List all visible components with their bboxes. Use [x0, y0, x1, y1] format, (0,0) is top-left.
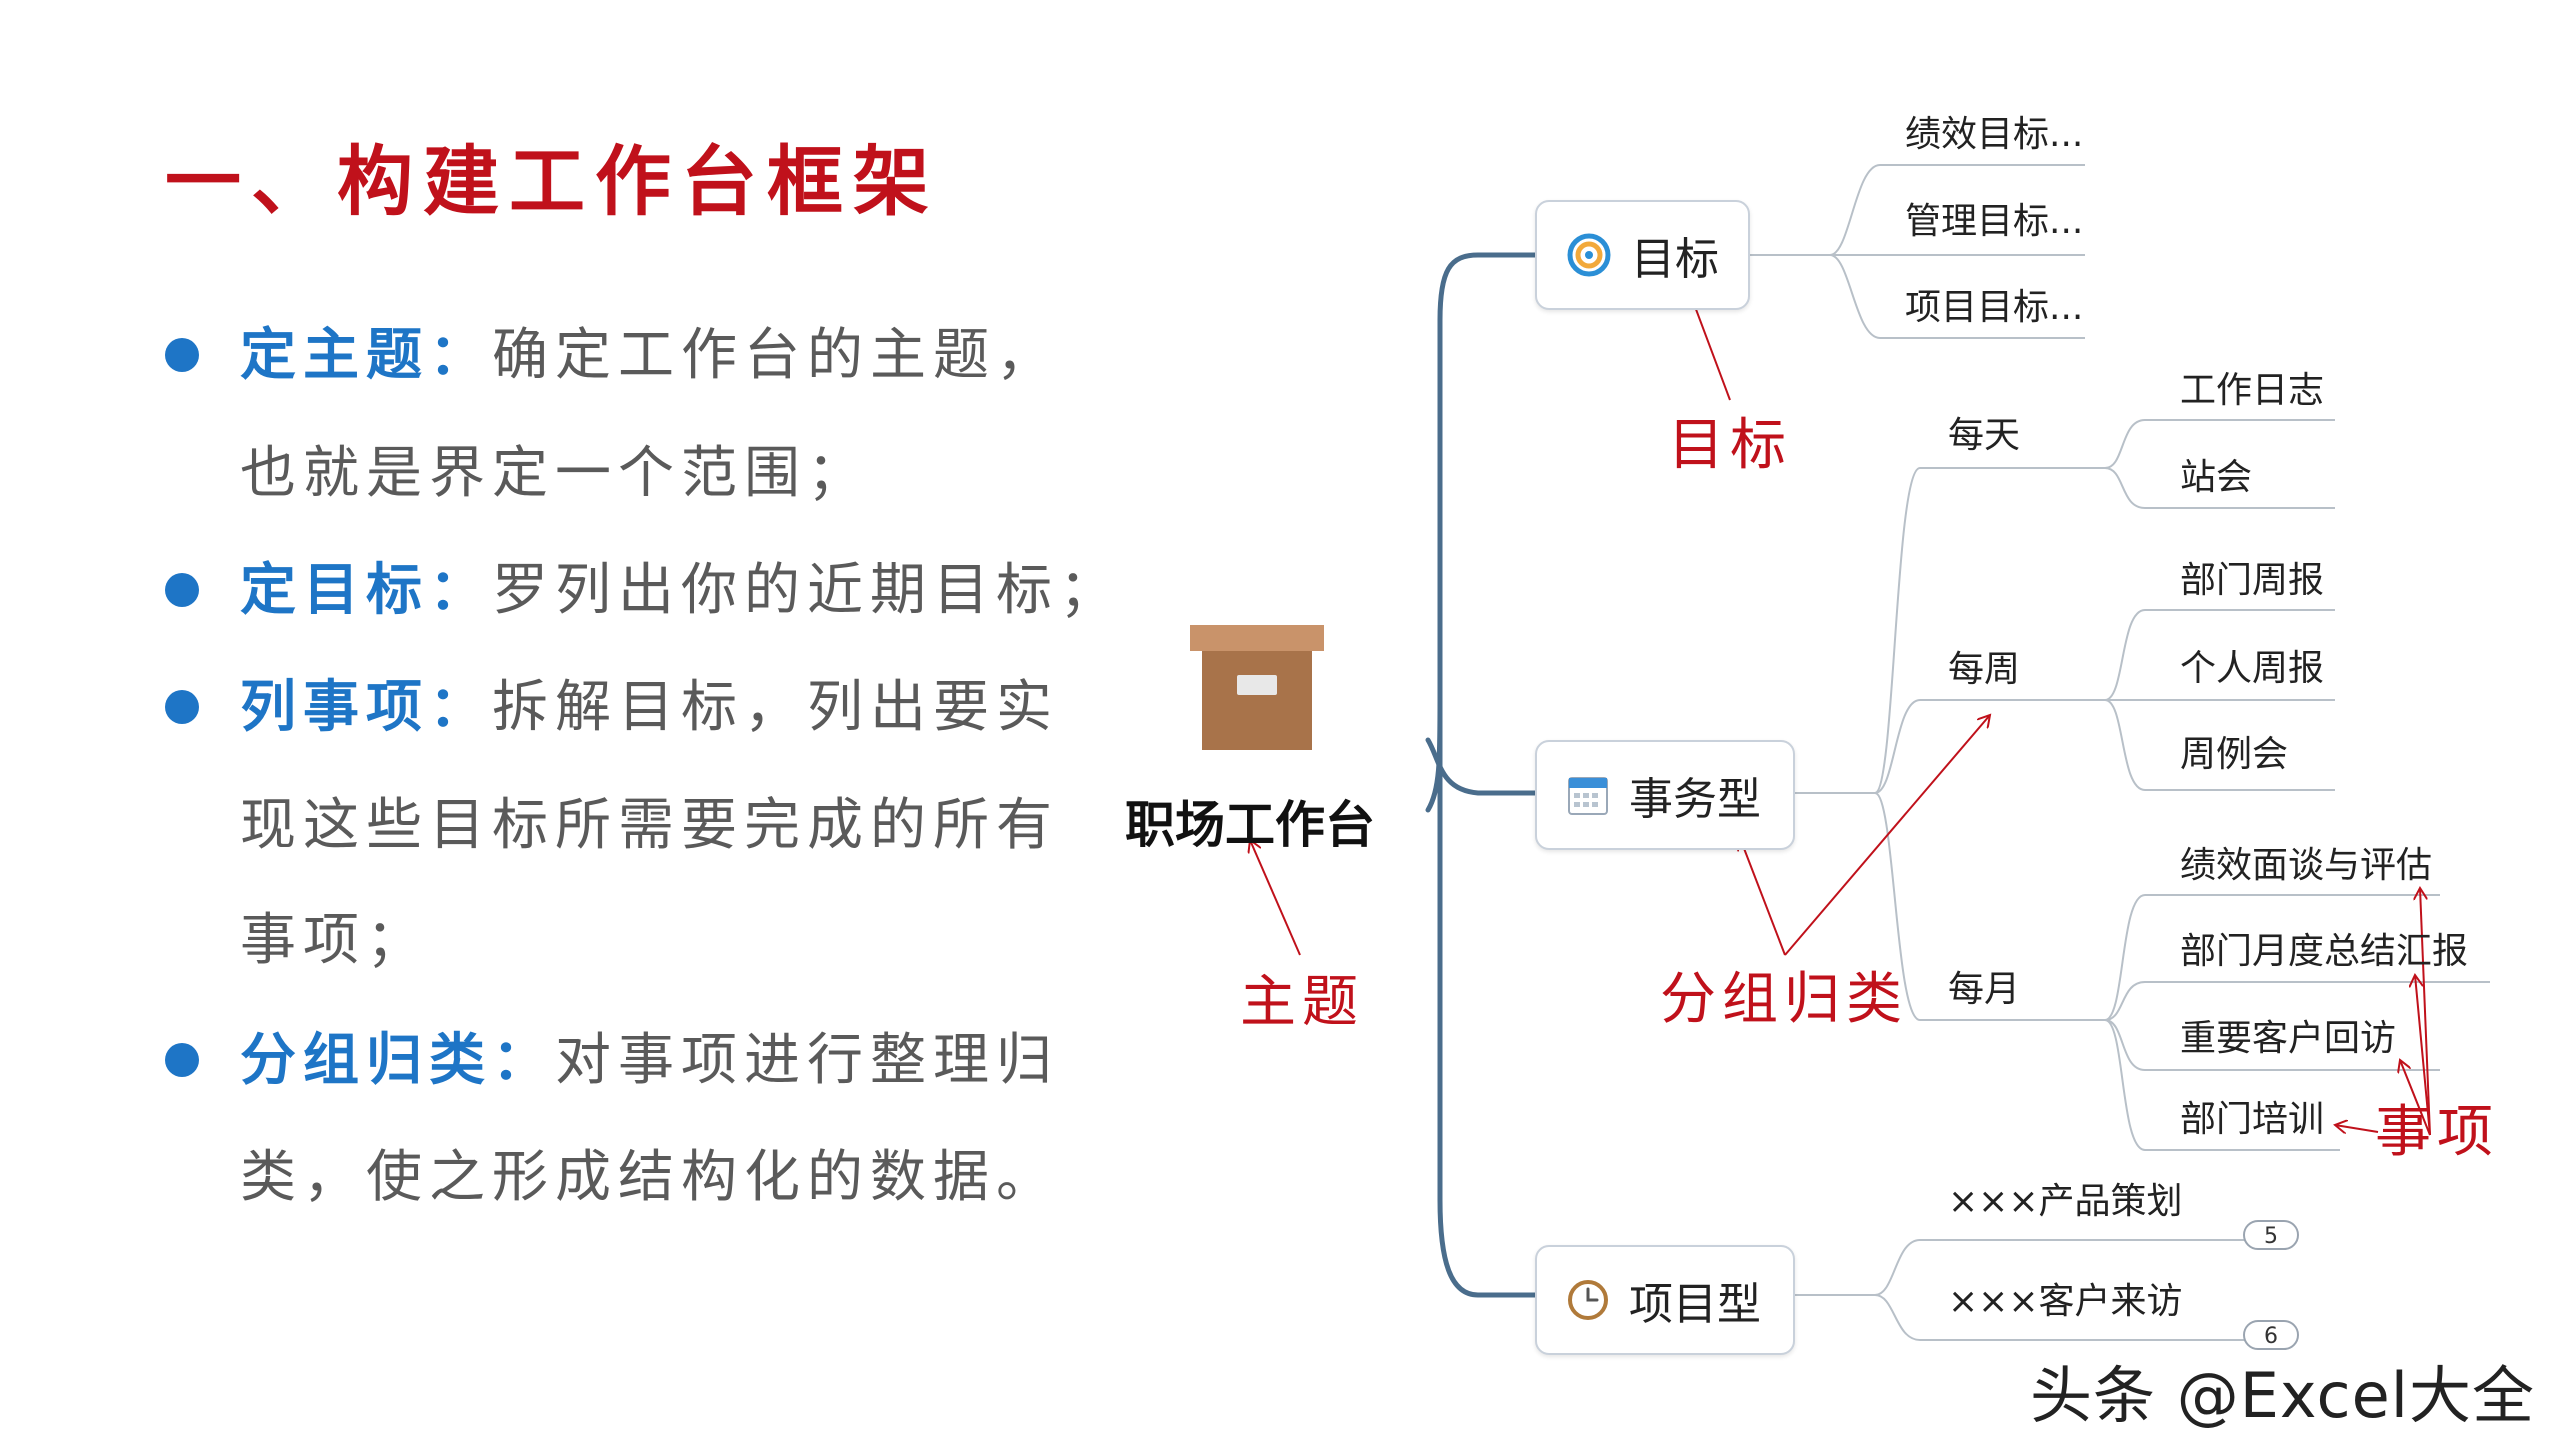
count-badge: 6	[2243, 1320, 2299, 1350]
branch-label: 项目型	[1629, 1279, 1761, 1330]
project-type-connectors	[1795, 1239, 2265, 1341]
bullet-dot	[165, 573, 199, 607]
goal-children-connectors	[1750, 164, 2085, 339]
watermark: 头条 @Excel大全	[2030, 1359, 2535, 1432]
slide-title: 一、构建工作台框架	[165, 137, 939, 226]
leaf-item[interactable]: 重要客户回访	[2180, 1018, 2397, 1059]
annotation-arrows	[1250, 280, 2431, 1136]
count-badge: 5	[2243, 1220, 2299, 1250]
annotation-item: 事项	[2375, 1100, 2499, 1165]
leaf-item[interactable]: 管理目标...	[1905, 201, 2084, 242]
trunk-connector	[1425, 252, 1538, 1298]
root-node-label: 职场工作台	[1125, 796, 1375, 854]
clock-icon	[1567, 1279, 1609, 1321]
bullet-dot	[165, 338, 199, 372]
leaf-item[interactable]: 站会	[2180, 457, 2253, 498]
bullet-3-line-1: 列事项：拆解目标，列出要实	[240, 675, 1059, 740]
bullet-dot	[165, 690, 199, 724]
bullet-3-line-2: 现这些目标所需要完成的所有	[240, 793, 1059, 858]
group-label[interactable]: 每月	[1948, 969, 2021, 1010]
leaf-item[interactable]: 绩效目标...	[1905, 114, 2084, 155]
branch-node-project-type[interactable]: 项目型	[1535, 1245, 1795, 1355]
task-type-connectors	[1795, 419, 2490, 1151]
bullet-4-line-1: 分组归类：对事项进行整理归	[240, 1028, 1059, 1093]
branch-label: 事务型	[1629, 774, 1761, 825]
bullet-4-keyword: 分组归类	[240, 1028, 492, 1093]
leaf-item[interactable]: ×××客户来访	[1948, 1281, 2183, 1322]
bullet-1-line-1: 定主题：确定工作台的主题，	[240, 323, 1059, 388]
calendar-icon	[1567, 774, 1609, 816]
target-icon	[1567, 233, 1611, 277]
bullet-1-keyword: 定主题	[240, 323, 429, 388]
box-icon	[1190, 625, 1324, 750]
annotation-topic: 主题	[1240, 970, 1364, 1035]
group-label[interactable]: 每天	[1948, 415, 2021, 456]
leaf-item[interactable]: 项目目标...	[1905, 287, 2084, 328]
annotation-group: 分组归类	[1660, 967, 1908, 1032]
bullet-2-line-1: 定目标：罗列出你的近期目标；	[240, 558, 1122, 623]
leaf-item[interactable]: 个人周报	[2180, 648, 2325, 689]
branch-node-task-type[interactable]: 事务型	[1535, 740, 1795, 850]
leaf-item[interactable]: 部门培训	[2180, 1099, 2325, 1140]
leaf-item[interactable]: 部门月度总结汇报	[2180, 931, 2469, 972]
leaf-item[interactable]: ×××产品策划	[1948, 1181, 2183, 1222]
bullet-3-line-3: 事项；	[240, 908, 429, 973]
group-label[interactable]: 每周	[1948, 649, 2021, 690]
annotation-goal: 目标	[1668, 413, 1792, 478]
leaf-item[interactable]: 周例会	[2180, 734, 2289, 775]
leaf-item[interactable]: 部门周报	[2180, 560, 2325, 601]
bullet-2-keyword: 定目标	[240, 558, 429, 623]
bullet-dot	[165, 1043, 199, 1077]
bullet-3-keyword: 列事项	[240, 675, 429, 740]
branch-node-goal[interactable]: 目标	[1535, 200, 1750, 310]
leaf-item[interactable]: 工作日志	[2180, 370, 2325, 411]
bullet-1-line-2: 也就是界定一个范围；	[240, 441, 870, 506]
leaf-item[interactable]: 绩效面谈与评估	[2180, 845, 2433, 886]
bullet-4-line-2: 类，使之形成结构化的数据。	[240, 1145, 1059, 1210]
branch-label: 目标	[1631, 234, 1719, 285]
